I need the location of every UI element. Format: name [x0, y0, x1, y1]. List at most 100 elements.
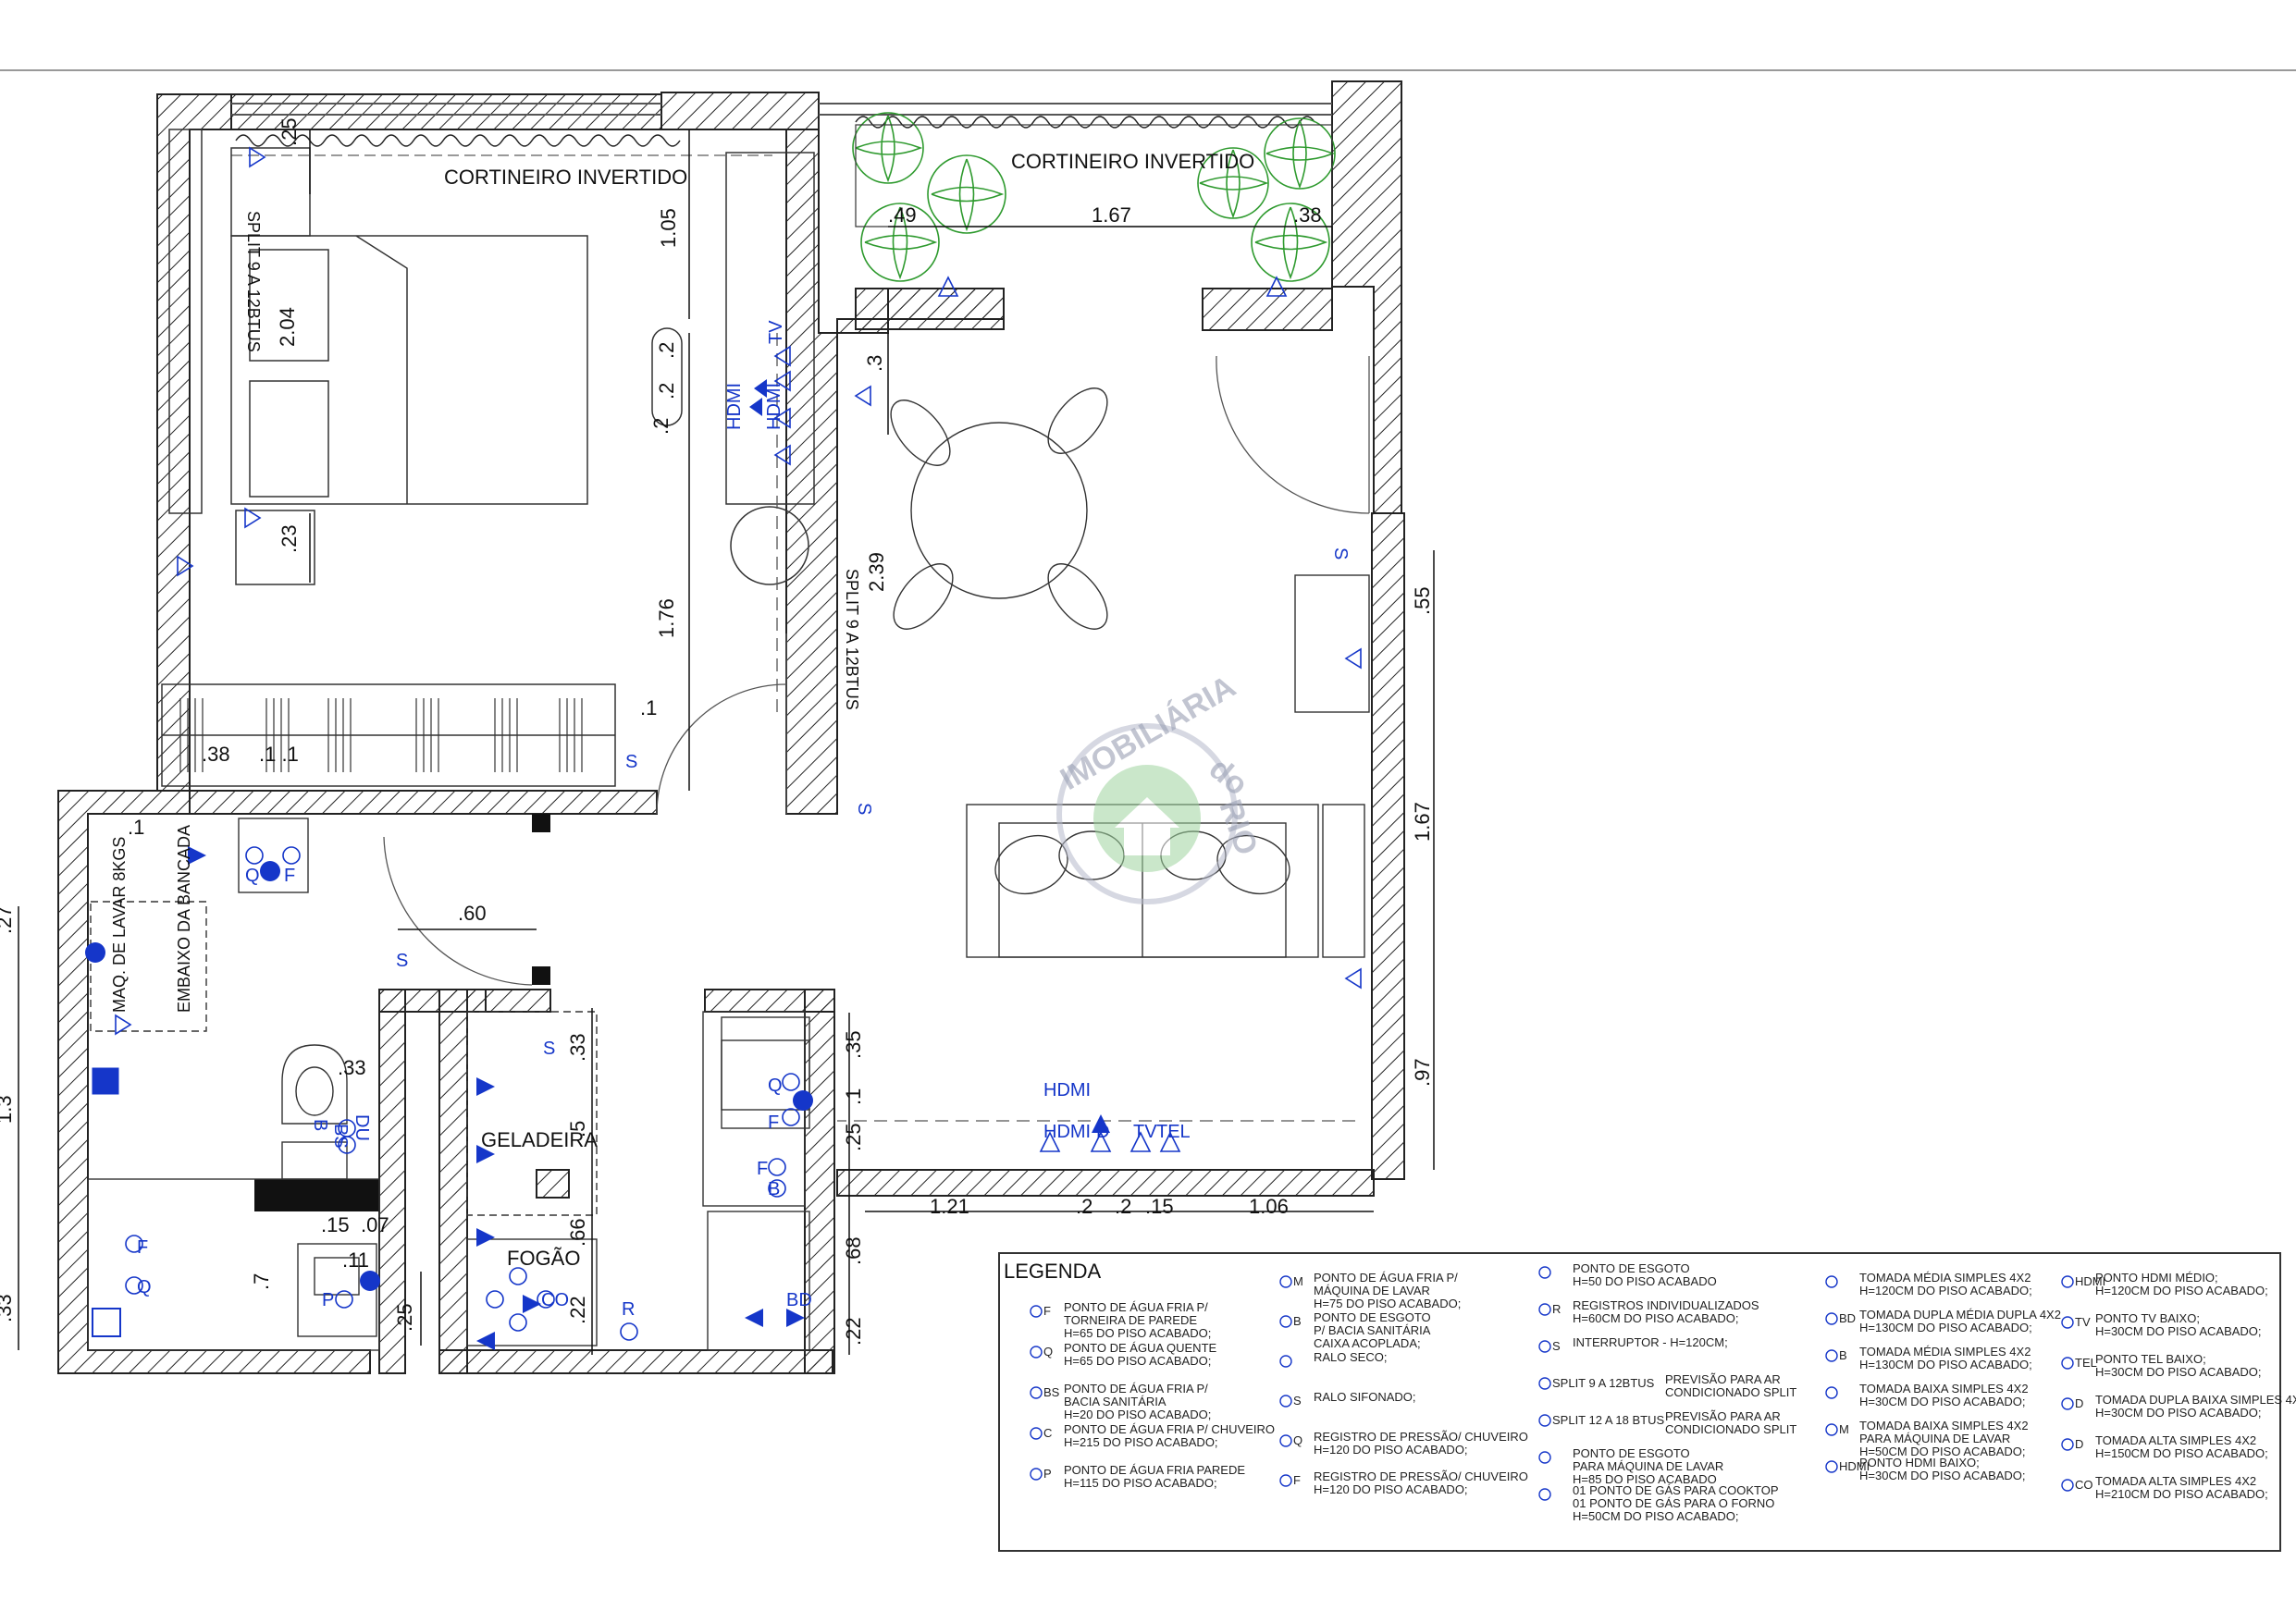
walls [57, 80, 1405, 1374]
legend-symbol-icon [2061, 1275, 2074, 1288]
curtain-living [855, 116, 1315, 129]
legend-symbol-icon [1825, 1423, 1838, 1436]
electric-symbols-filled [85, 379, 1110, 1350]
dimension-text: .55 [1411, 586, 1434, 615]
legend-entry-text: PONTO DE ESGOTO [1573, 1261, 1690, 1275]
dimension-text: .1 [842, 1088, 865, 1105]
legend-entry-text: PONTO DE ÁGUA FRIA P/ [1314, 1271, 1458, 1285]
legend-code: Q [1293, 1433, 1302, 1447]
legend-symbol-icon [1538, 1266, 1551, 1279]
legend-entry-text: H=60CM DO PISO ACABADO; [1573, 1311, 1739, 1325]
legend-symbol-icon [1538, 1303, 1551, 1316]
legend-symbol-icon [1538, 1414, 1551, 1427]
legend-entry-text: H=50CM DO PISO ACABADO; [1859, 1445, 2026, 1458]
legend-entry-text: RALO SECO; [1314, 1350, 1387, 1364]
legend-entry-text: CONDICIONADO SPLIT [1665, 1422, 1796, 1436]
dimension-text: .38 [202, 743, 230, 766]
room-label: GELADEIRA [481, 1128, 598, 1151]
dimension-text: .35 [842, 1030, 865, 1059]
symbol-label: F [757, 1159, 768, 1179]
dimension-text: .1 .1 [259, 743, 299, 766]
dimension-text: .11 [342, 1248, 369, 1272]
legend-code: B [1839, 1348, 1847, 1362]
legend-entry-text: H=85 DO PISO ACABADO [1573, 1472, 1717, 1486]
legend-entry-text: TOMADA MÉDIA SIMPLES 4X2 [1859, 1271, 2031, 1285]
electric-symbols [115, 146, 1362, 1152]
dimension-text: .33 [0, 1294, 16, 1322]
dimension-text: .7 [250, 1273, 273, 1290]
split-label: SPLIT 9 A 12BTUS [843, 569, 861, 710]
dimension-text: 1.21 [930, 1195, 969, 1218]
dimension-text: .27 [0, 905, 16, 934]
symbol-label: B [768, 1179, 780, 1199]
legend-entry-text: H=150CM DO PISO ACABADO; [2095, 1446, 2268, 1460]
dimension-text: .3 [863, 355, 886, 372]
dimension-text: 1.05 [657, 208, 680, 248]
dimension-text: .33 [338, 1056, 366, 1079]
dimension-text: .25 [393, 1303, 416, 1332]
living-furniture [890, 387, 1370, 958]
symbol-label: F [768, 1113, 779, 1133]
dimension-text: .68 [842, 1236, 865, 1265]
legend-entry-text: H=65 DO PISO ACABADO; [1064, 1354, 1211, 1368]
watermark-text: do [1203, 751, 1254, 803]
symbol-label: Q [245, 866, 260, 886]
dimension-text: 1.3 [0, 1095, 16, 1124]
legend-entry-text: PONTO HDMI MÉDIO; [2095, 1271, 2218, 1285]
room-label: EMBAIXO DA BANCADA [175, 825, 193, 1013]
room-label: CORTINEIRO INVERTIDO [1011, 150, 1254, 173]
water-points [125, 846, 800, 1341]
symbol-label: TV [1133, 1122, 1157, 1142]
legend-code: D [2075, 1396, 2083, 1410]
legend-symbol-icon [2061, 1316, 2074, 1329]
door-arcs [383, 333, 1370, 1122]
drain-icon [92, 1067, 119, 1095]
legend-symbol-icon [1279, 1315, 1292, 1328]
split-label: SPLIT 9 A 12BTUS [244, 211, 263, 352]
dimension-text: .38 [1293, 203, 1322, 227]
symbol-label: F [284, 866, 295, 886]
dimension-text: .97 [1411, 1058, 1434, 1087]
dimension-text: .22 [842, 1317, 865, 1346]
legend-entry-text: H=30CM DO PISO ACABADO; [1859, 1395, 2026, 1408]
watermark-logo [1056, 723, 1238, 904]
room-label: CORTINEIRO INVERTIDO [444, 166, 687, 189]
legend-entry-text: H=30CM DO PISO ACABADO; [2095, 1324, 2262, 1338]
legend-entry-text: H=30CM DO PISO ACABADO; [2095, 1406, 2262, 1420]
symbol-label: BS [330, 1124, 351, 1149]
legend-code: BS [1043, 1385, 1060, 1399]
legend-entry-text: PARA MÁQUINA DE LAVAR [1859, 1432, 2010, 1445]
legend-symbol-icon [1538, 1377, 1551, 1390]
legend-code: F [1043, 1304, 1051, 1318]
legend-code: S [1552, 1339, 1561, 1353]
dimension-text: .15 [321, 1213, 350, 1236]
wardrobe-hangers [179, 698, 583, 772]
legend-code: Q [1043, 1345, 1053, 1359]
legend-symbol-icon [1825, 1275, 1838, 1288]
drain-icon [92, 1308, 121, 1337]
legend-entry-text: H=30CM DO PISO ACABADO; [1859, 1469, 2026, 1482]
symbol-label: P [322, 1290, 334, 1310]
legend-entry-text: H=215 DO PISO ACABADO; [1064, 1435, 1218, 1449]
dimension-text: .23 [278, 524, 301, 553]
legend-code: TV [2075, 1315, 2091, 1329]
legend-entry-text: TOMADA MÉDIA SIMPLES 4X2 [1859, 1345, 2031, 1359]
symbol-label: HDMI [1043, 1080, 1091, 1100]
legend-entry-text: MÁQUINA DE LAVAR [1314, 1284, 1430, 1297]
symbol-label: HDMI [1043, 1122, 1091, 1142]
legend-entry-text: H=30CM DO PISO ACABADO; [2095, 1365, 2262, 1379]
dimension-text: .2 [655, 342, 678, 359]
legend-entry-text: H=50 DO PISO ACABADO [1573, 1274, 1717, 1288]
legend-code: TEL [2075, 1356, 2097, 1370]
dimension-text: .22 [566, 1296, 589, 1324]
dimension-text: .25 [842, 1123, 865, 1151]
legend-entry-text: CAIXA ACOPLADA; [1314, 1336, 1421, 1350]
dimension-text: .33 [566, 1033, 589, 1062]
legend-entry-text: H=50CM DO PISO ACABADO; [1573, 1509, 1739, 1523]
symbol-label: HDMI [764, 383, 784, 430]
symbol-label: TEL [1156, 1122, 1191, 1142]
legend-code: D [2075, 1437, 2083, 1451]
dimension-text: .25 [278, 117, 301, 146]
legend-entry-text: H=75 DO PISO ACABADO; [1314, 1297, 1461, 1310]
